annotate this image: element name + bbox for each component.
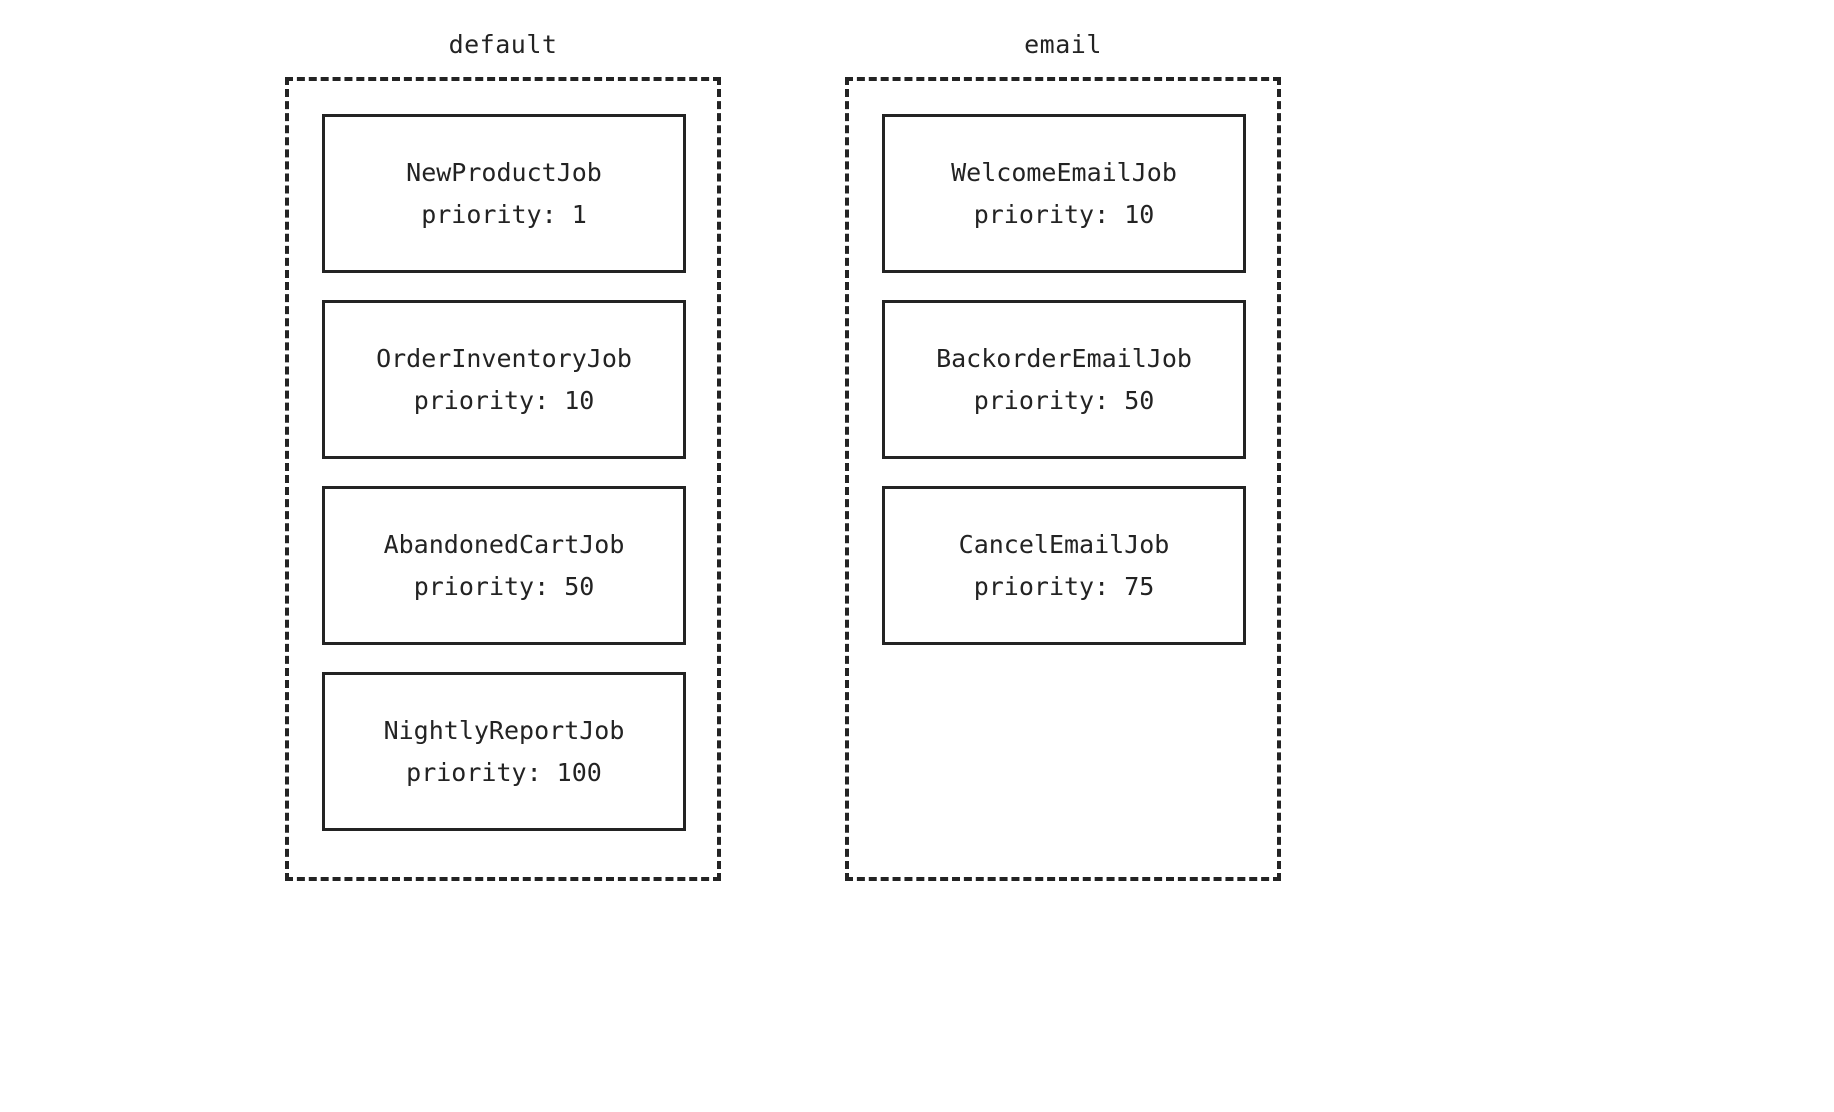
job-priority: priority: 50 <box>413 571 595 601</box>
job-name: NightlyReportJob <box>383 715 625 745</box>
job-priority: priority: 1 <box>421 199 587 229</box>
job-card: OrderInventoryJob priority: 10 <box>322 300 686 459</box>
job-priority: priority: 100 <box>406 757 602 787</box>
job-priority: priority: 10 <box>413 385 595 415</box>
job-name: NewProductJob <box>406 157 602 187</box>
queue-title-default: default <box>448 30 558 59</box>
job-card: NightlyReportJob priority: 100 <box>322 672 686 831</box>
queue-title-email: email <box>1024 30 1102 59</box>
job-name: OrderInventoryJob <box>376 343 632 373</box>
job-card: BackorderEmailJob priority: 50 <box>882 300 1246 459</box>
job-priority: priority: 50 <box>973 385 1155 415</box>
queue-container-default: NewProductJob priority: 1 OrderInventory… <box>285 77 721 881</box>
job-card: NewProductJob priority: 1 <box>322 114 686 273</box>
job-card: AbandonedCartJob priority: 50 <box>322 486 686 645</box>
job-card: WelcomeEmailJob priority: 10 <box>882 114 1246 273</box>
job-name: CancelEmailJob <box>958 529 1170 559</box>
job-priority: priority: 75 <box>973 571 1155 601</box>
queue-column-email: email WelcomeEmailJob priority: 10 Backo… <box>845 30 1281 881</box>
job-priority: priority: 10 <box>973 199 1155 229</box>
queue-container-email: WelcomeEmailJob priority: 10 BackorderEm… <box>845 77 1281 881</box>
job-name: BackorderEmailJob <box>936 343 1192 373</box>
job-card: CancelEmailJob priority: 75 <box>882 486 1246 645</box>
job-name: WelcomeEmailJob <box>951 157 1177 187</box>
job-name: AbandonedCartJob <box>383 529 625 559</box>
queue-column-default: default NewProductJob priority: 1 OrderI… <box>285 30 721 881</box>
